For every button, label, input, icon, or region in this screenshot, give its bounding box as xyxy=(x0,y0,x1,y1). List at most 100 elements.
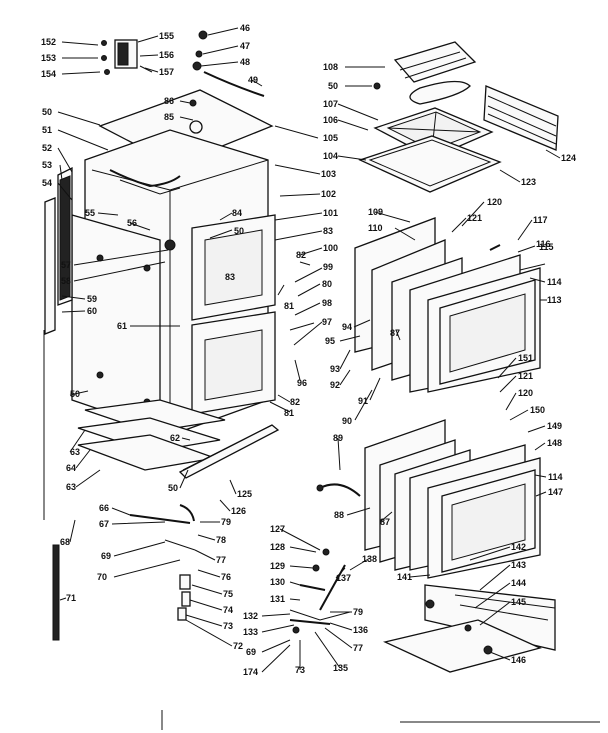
label-144: 144 xyxy=(511,578,526,588)
label-132: 132 xyxy=(243,611,258,621)
label-89: 89 xyxy=(333,433,343,443)
part-door-upper-assembly xyxy=(354,217,541,393)
label-120-lower: 120 xyxy=(518,388,533,398)
label-49: 49 xyxy=(248,75,258,85)
label-121-lower: 121 xyxy=(518,371,533,381)
label-96: 96 xyxy=(297,378,307,388)
label-63-lower: 63 xyxy=(66,482,76,492)
part-side-panel-left xyxy=(71,214,161,431)
label-71: 71 xyxy=(66,593,76,603)
label-151: 151 xyxy=(518,353,533,363)
label-148: 148 xyxy=(547,438,562,448)
label-138: 138 xyxy=(362,554,377,564)
label-154: 154 xyxy=(41,69,56,79)
label-93: 93 xyxy=(330,364,340,374)
label-128: 128 xyxy=(270,542,285,552)
label-174: 174 xyxy=(243,667,258,677)
label-106: 106 xyxy=(323,115,338,125)
part-burner-pan-107 xyxy=(358,107,502,193)
label-108: 108 xyxy=(323,62,338,72)
label-114-lower: 114 xyxy=(548,472,563,482)
label-117: 117 xyxy=(533,215,548,225)
label-114-upper: 114 xyxy=(547,277,562,287)
label-99: 99 xyxy=(323,262,333,272)
label-48: 48 xyxy=(240,57,250,67)
label-101: 101 xyxy=(323,208,338,218)
part-rod-71 xyxy=(52,544,60,641)
label-66: 66 xyxy=(99,503,109,513)
label-157: 157 xyxy=(159,67,174,77)
part-linkage-127-138 xyxy=(289,548,351,634)
label-103: 103 xyxy=(321,169,336,179)
label-53: 53 xyxy=(42,160,52,170)
label-50-top: 50 xyxy=(328,81,338,91)
label-87-lower: 87 xyxy=(380,517,390,527)
label-83-right: 83 xyxy=(323,226,333,236)
label-135: 135 xyxy=(333,663,348,673)
label-54: 54 xyxy=(42,178,52,188)
label-82-lower: 82 xyxy=(290,397,300,407)
label-70: 70 xyxy=(97,572,107,582)
label-124: 124 xyxy=(561,153,576,163)
label-76: 76 xyxy=(221,572,231,582)
label-94: 94 xyxy=(342,322,352,332)
label-77-left: 77 xyxy=(216,555,226,565)
label-131: 131 xyxy=(270,594,285,604)
label-92: 92 xyxy=(330,380,340,390)
label-81-upper: 81 xyxy=(284,301,294,311)
label-69-right: 69 xyxy=(246,647,256,657)
label-63-upper: 63 xyxy=(70,447,80,457)
label-127: 127 xyxy=(270,524,285,534)
label-52: 52 xyxy=(42,143,52,153)
label-79-left: 79 xyxy=(221,517,231,527)
leader-lines xyxy=(57,27,561,673)
label-82-upper: 82 xyxy=(296,250,306,260)
label-57: 57 xyxy=(61,260,71,270)
label-50-bottom: 50 xyxy=(168,483,178,493)
label-46: 46 xyxy=(240,23,250,33)
label-77-right: 77 xyxy=(353,643,363,653)
label-78: 78 xyxy=(216,535,226,545)
label-137: 137 xyxy=(336,573,351,583)
label-73-right: 73 xyxy=(295,665,305,675)
part-side-strip-52 xyxy=(44,166,73,335)
callout-labels: 152 153 154 155 156 157 46 47 48 49 108 … xyxy=(41,23,576,677)
label-62: 62 xyxy=(170,433,180,443)
label-69-left: 69 xyxy=(101,551,111,561)
label-129: 129 xyxy=(270,561,285,571)
label-55: 55 xyxy=(85,208,95,218)
part-panel-124 xyxy=(483,85,559,151)
label-50-lowerleft: 50 xyxy=(70,389,80,399)
label-109: 109 xyxy=(368,207,383,217)
label-100: 100 xyxy=(323,243,338,253)
label-147: 147 xyxy=(548,487,563,497)
label-145: 145 xyxy=(511,597,526,607)
part-valve-group-66-78 xyxy=(129,504,196,621)
label-113: 113 xyxy=(547,295,562,305)
label-81-lower: 81 xyxy=(284,408,294,418)
label-120-upper: 120 xyxy=(487,197,502,207)
label-105: 105 xyxy=(323,133,338,143)
label-75: 75 xyxy=(223,589,233,599)
part-drawer-141-146 xyxy=(383,584,556,673)
label-84: 84 xyxy=(232,208,242,218)
label-107: 107 xyxy=(323,99,338,109)
label-50-left: 50 xyxy=(42,107,52,117)
label-91: 91 xyxy=(358,396,368,406)
label-98: 98 xyxy=(322,298,332,308)
label-83-oven: 83 xyxy=(225,272,235,282)
label-56: 56 xyxy=(127,218,137,228)
label-67: 67 xyxy=(99,519,109,529)
part-oven-upper xyxy=(164,214,276,321)
label-50-mid: 50 xyxy=(234,226,244,236)
part-door-lower-assembly xyxy=(316,419,541,579)
label-123: 123 xyxy=(521,177,536,187)
label-87-upper: 87 xyxy=(390,328,400,338)
label-58: 58 xyxy=(61,276,71,286)
label-59: 59 xyxy=(87,294,97,304)
part-oven-lower xyxy=(191,311,276,415)
label-110: 110 xyxy=(368,223,383,233)
label-64: 64 xyxy=(66,463,76,473)
